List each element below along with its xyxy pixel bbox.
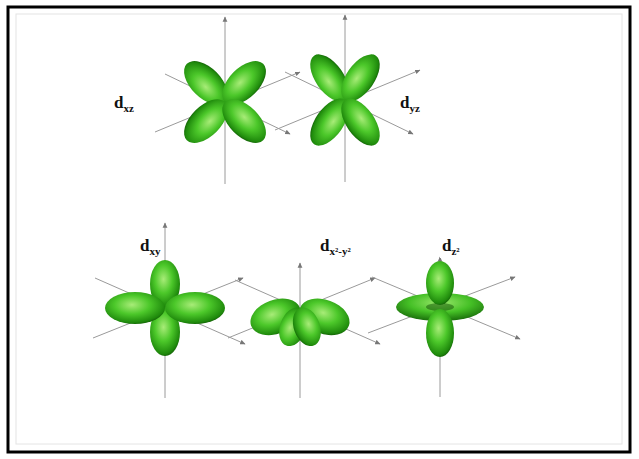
orbital-label: dxy <box>138 236 162 258</box>
dz2-orbital <box>368 257 520 397</box>
orbital-label: dxz <box>112 93 136 115</box>
frame <box>8 7 630 452</box>
dxz-orbital <box>155 17 300 184</box>
dxy-orbital <box>93 223 245 398</box>
orbital-label: dyz <box>398 93 422 115</box>
orbital-label: dx²-y² <box>318 236 353 258</box>
inner-frame <box>16 14 622 444</box>
dx2-y2-orbital <box>228 263 380 398</box>
orbital-label: dz² <box>440 236 462 258</box>
